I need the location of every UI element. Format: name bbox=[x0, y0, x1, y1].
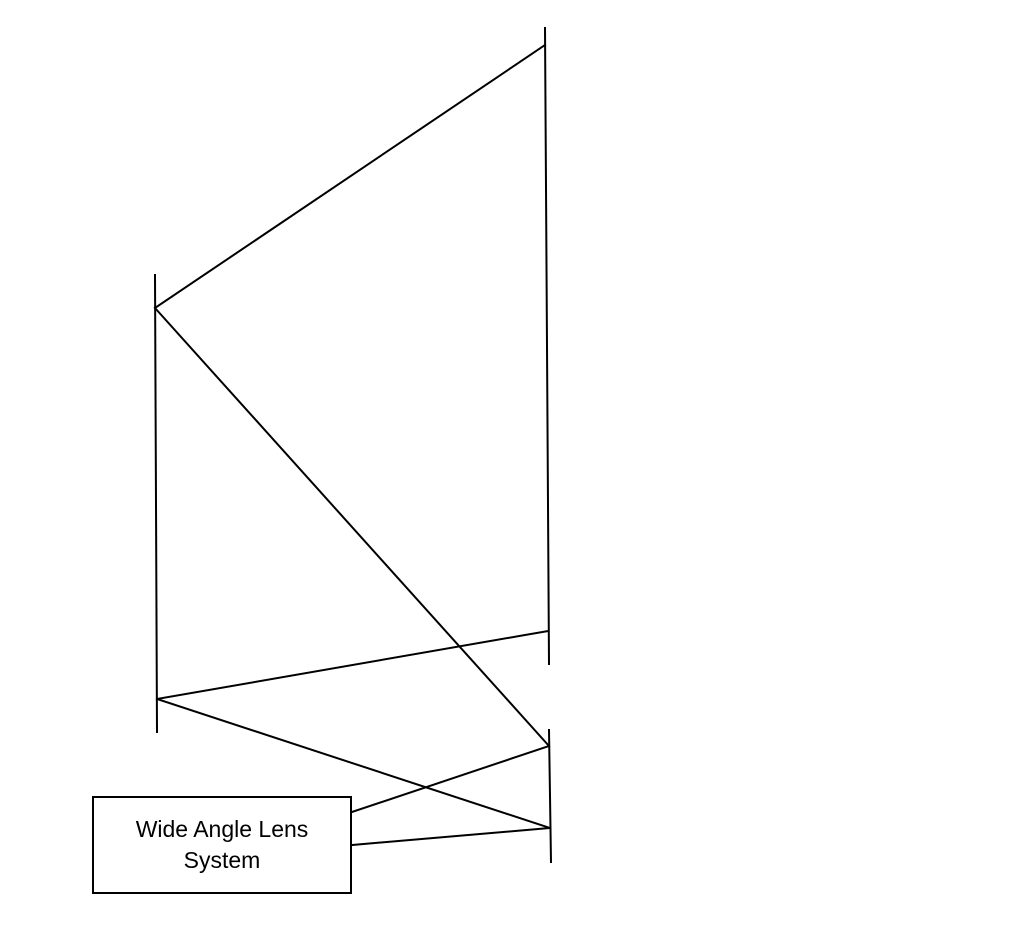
ray-lens-to-small-mirror-bottom bbox=[350, 826, 552, 847]
left-mirror bbox=[153, 273, 159, 734]
ray-lower-to-small-mirror-bottom bbox=[155, 697, 552, 830]
lens-label-line2: System bbox=[183, 847, 261, 873]
ray-lower-to-screen-bottom bbox=[155, 629, 550, 701]
lens-label-line1: Wide Angle Lens bbox=[135, 816, 309, 842]
ray-upper-to-screen-top bbox=[153, 43, 547, 310]
small-mirror bbox=[547, 728, 553, 864]
wide-angle-lens-system-box: Wide Angle Lens System bbox=[92, 796, 352, 894]
ray-lens-to-small-mirror-top bbox=[350, 744, 551, 814]
right-screen bbox=[543, 26, 551, 666]
ray-upper-to-small-mirror-top bbox=[153, 306, 551, 748]
